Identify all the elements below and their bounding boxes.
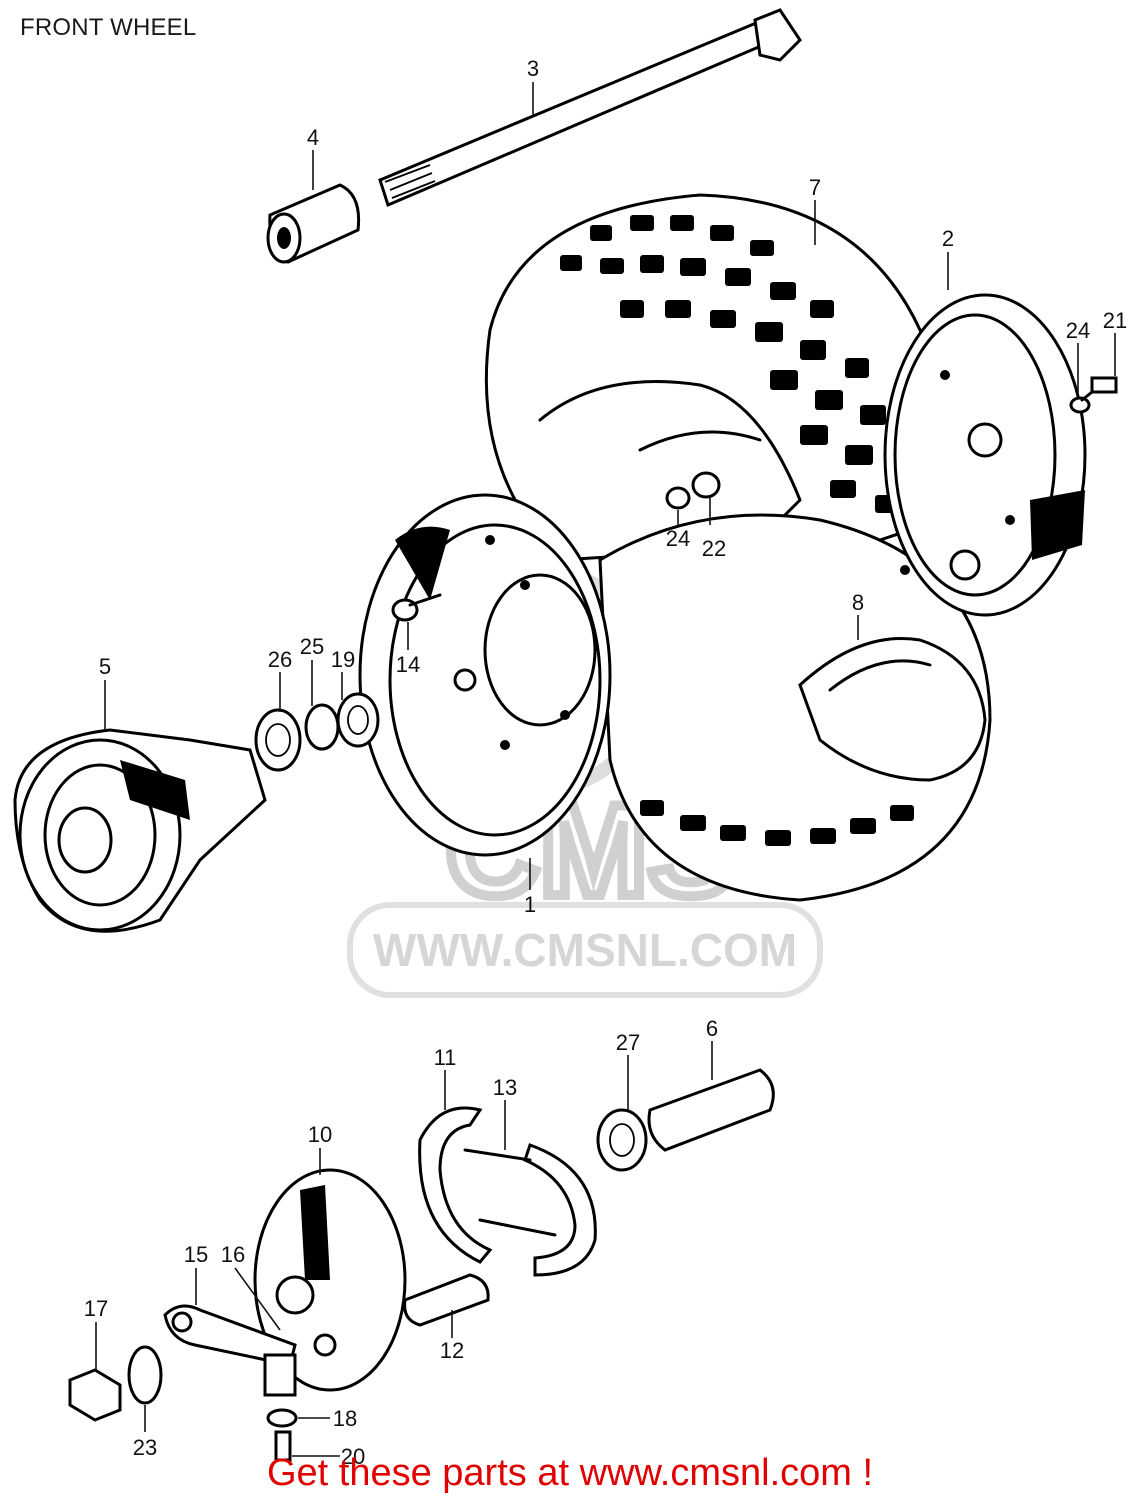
callout-5: 5 <box>99 654 111 679</box>
callout-17: 17 <box>84 1296 108 1321</box>
part-brake-cam <box>403 1273 490 1327</box>
part-nuts-inner <box>665 471 721 510</box>
part-brake-arm <box>163 1304 297 1397</box>
callout-26: 26 <box>268 647 292 672</box>
callout-8: 8 <box>852 590 864 615</box>
part-bolt-16 <box>391 593 442 622</box>
page-title: FRONT WHEEL <box>20 14 197 41</box>
callout-25: 25 <box>300 634 324 659</box>
part-bolt-right <box>1069 376 1118 414</box>
callout-6: 6 <box>706 1016 718 1041</box>
callout-24b: 24 <box>666 526 690 551</box>
callout-7: 7 <box>809 175 821 200</box>
callout-20: 20 <box>341 1444 365 1469</box>
callout-4: 4 <box>307 125 319 150</box>
callout-13: 13 <box>493 1075 517 1100</box>
callout-22: 22 <box>702 536 726 561</box>
callout-3: 3 <box>527 56 539 81</box>
part-hub <box>13 728 267 933</box>
callout-27: 27 <box>616 1030 640 1055</box>
part-rim-band <box>798 636 987 782</box>
callout-11: 11 <box>434 1045 457 1070</box>
callout-2: 2 <box>942 226 954 251</box>
part-spacer <box>266 183 361 264</box>
part-brake-shoes <box>418 1106 597 1277</box>
callout-1: 1 <box>524 892 536 917</box>
part-wheel-half-right <box>883 293 1087 617</box>
callout-18: 18 <box>333 1406 357 1431</box>
part-axle <box>378 8 802 208</box>
callout-16: 14 <box>396 652 420 677</box>
callout-23: 23 <box>133 1435 157 1460</box>
watermark-url: WWW.CMSNL.COM <box>373 924 797 976</box>
part-brake-panel <box>253 1168 407 1392</box>
part-bearing-left <box>254 692 380 772</box>
part-bolt-bottom <box>266 1408 298 1462</box>
part-wheel-half-left <box>358 493 612 857</box>
part-tire <box>484 193 992 902</box>
leader-lines <box>95 82 1116 1457</box>
callout-12: 12 <box>440 1338 464 1363</box>
part-nut-washer <box>68 1345 163 1422</box>
part-collar <box>596 1068 775 1172</box>
callout-labels: 3 4 7 2 24 21 24 22 8 14 5 26 25 19 1 27… <box>84 56 1127 1469</box>
footer-parts-link[interactable]: Get these parts at www.cmsnl.com ! <box>266 1452 874 1494</box>
callout-15: 16 <box>221 1242 245 1267</box>
callout-21: 21 <box>1103 308 1127 333</box>
callout-10: 10 <box>308 1122 332 1147</box>
callout-19: 19 <box>331 647 355 672</box>
callout-24a: 24 <box>1066 318 1090 343</box>
callout-14: 15 <box>184 1242 208 1267</box>
